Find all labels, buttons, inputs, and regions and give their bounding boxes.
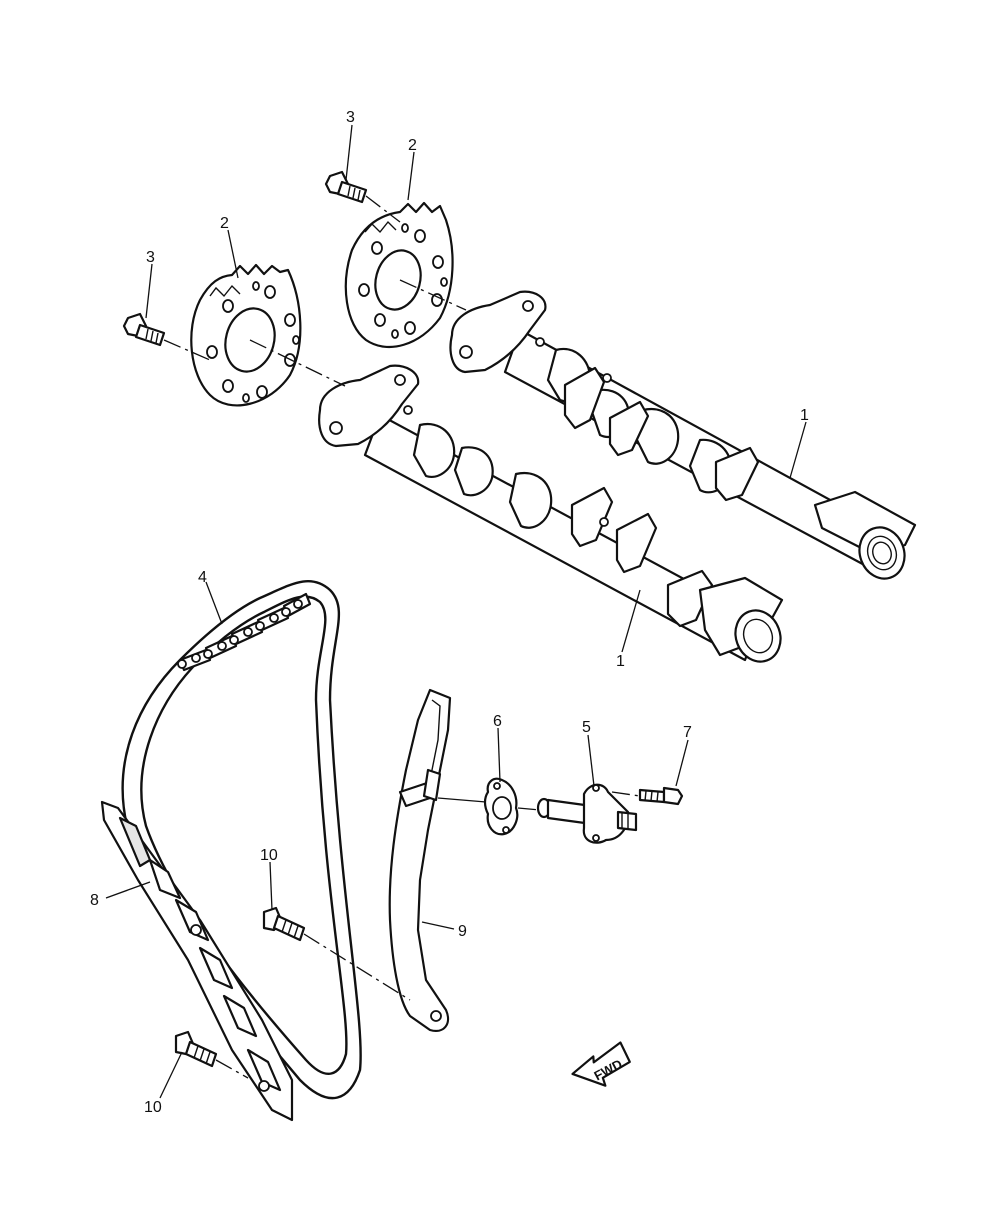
sprocket-right (344, 201, 454, 349)
tensioner-bolt (638, 786, 684, 806)
camshaft-front (318, 364, 784, 663)
cam-chain-tensioner (536, 783, 638, 844)
sprocket-left (190, 263, 302, 407)
callout-gasket: 6 (493, 713, 502, 730)
guide-bolt-lower (174, 1030, 218, 1068)
callout-guide-exhaust: 8 (90, 892, 99, 909)
callout-camshaft-rear: 1 (800, 407, 809, 424)
gasket (483, 777, 519, 836)
callout-guide-intake: 9 (458, 923, 467, 940)
sprocket-right-holes (358, 223, 448, 339)
bolt-left (122, 312, 166, 347)
callout-camshaft-front: 1 (616, 653, 625, 670)
callout-guide-bolt-upper: 10 (260, 847, 278, 864)
guide-bolt-upper (262, 906, 306, 942)
chain-guide-intake (388, 688, 452, 1032)
chain-links (177, 592, 312, 672)
callout-guide-bolt-lower: 10 (144, 1099, 162, 1116)
callout-tensioner: 5 (582, 719, 591, 736)
callout-timing-chain: 4 (198, 569, 207, 586)
fwd-arrow-icon: FWD (571, 1041, 631, 1087)
callout-bolt-left: 3 (146, 249, 155, 266)
callout-sprocket-right: 2 (408, 137, 417, 154)
callout-tensioner-bolt: 7 (683, 724, 692, 741)
callout-bolt-right: 3 (346, 109, 355, 126)
callout-sprocket-left: 2 (220, 215, 229, 232)
callout-leaders (105, 124, 807, 1099)
camshaft-rear (449, 290, 917, 580)
bolt-right (324, 170, 368, 204)
sprocket-left-holes (206, 281, 300, 403)
